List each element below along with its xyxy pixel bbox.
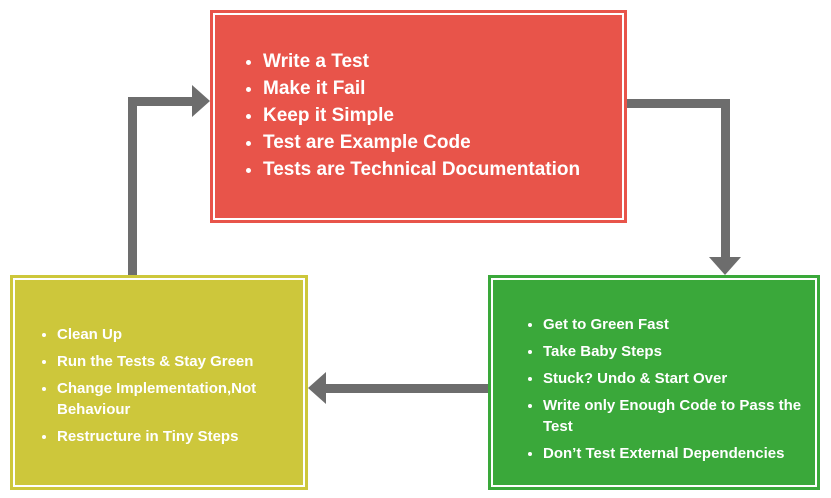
list-item: Make it Fail (263, 78, 612, 100)
red-phase-box: Write a Test Make it Fail Keep it Simple… (210, 10, 627, 223)
arrow-refactor-to-red-horizontal-segment (128, 97, 192, 106)
green-phase-list: Get to Green Fast Take Baby Steps Stuck?… (491, 278, 817, 464)
arrow-down-head-icon (709, 257, 741, 275)
arrow-green-to-refactor-horizontal-segment (326, 384, 488, 393)
green-phase-box: Get to Green Fast Take Baby Steps Stuck?… (488, 275, 820, 490)
list-item: Write a Test (263, 51, 612, 73)
arrow-right-head-icon (192, 85, 210, 117)
arrow-red-to-green-horizontal-segment (627, 99, 730, 108)
list-item: Get to Green Fast (543, 314, 807, 335)
list-item: Tests are Technical Documentation (263, 159, 612, 181)
list-item: Take Baby Steps (543, 341, 807, 362)
refactor-phase-list: Clean Up Run the Tests & Stay Green Chan… (13, 278, 305, 447)
list-item: Clean Up (57, 324, 295, 345)
list-item: Test are Example Code (263, 132, 612, 154)
list-item: Stuck? Undo & Start Over (543, 368, 807, 389)
red-phase-list: Write a Test Make it Fail Keep it Simple… (213, 13, 624, 181)
arrow-red-to-green-vertical-segment (721, 99, 730, 257)
refactor-phase-box: Clean Up Run the Tests & Stay Green Chan… (10, 275, 308, 490)
list-item: Keep it Simple (263, 105, 612, 127)
arrow-left-head-icon (308, 372, 326, 404)
list-item: Write only Enough Code to Pass the Test (543, 395, 807, 437)
list-item: Change Implementation,Not Behaviour (57, 378, 295, 420)
list-item: Don’t Test External Dependencies (543, 443, 807, 464)
list-item: Run the Tests & Stay Green (57, 351, 295, 372)
arrow-refactor-to-red-vertical-segment (128, 97, 137, 275)
list-item: Restructure in Tiny Steps (57, 426, 295, 447)
